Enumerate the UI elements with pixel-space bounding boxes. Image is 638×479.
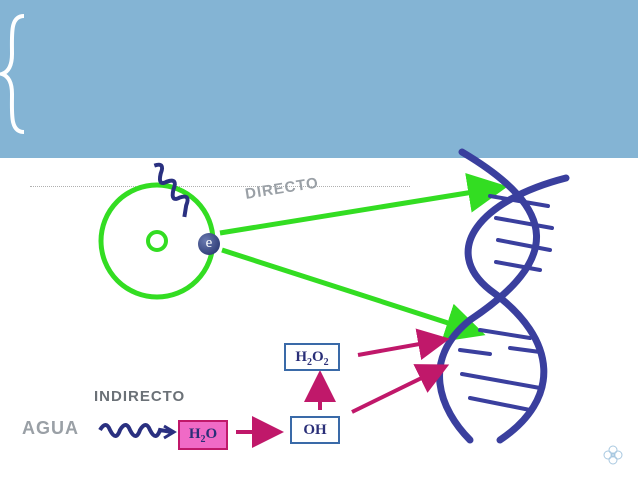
label-agua: AGUA: [22, 418, 79, 438]
radiation-wave-water-head: [163, 424, 177, 440]
oh-label: OH: [303, 422, 327, 438]
h2o2-sub1: 2: [307, 357, 312, 368]
box-oh: OH: [290, 416, 340, 444]
box-h2o2: H2O2: [284, 343, 340, 371]
h2o-o: O: [205, 426, 218, 442]
indirect-arrow-h2o2-dna: [357, 328, 450, 360]
flower-decoration-icon: [603, 445, 623, 465]
h2o2-h: H: [295, 349, 307, 365]
direct-arrow-upper: [219, 173, 508, 236]
atom-nucleus: [146, 230, 168, 252]
h2o-h: H: [188, 426, 201, 442]
box-h2o: H2O: [178, 420, 228, 450]
dotted-divider: [30, 186, 410, 187]
curly-brace-decoration: [0, 14, 25, 134]
atom-orbit: [98, 182, 216, 300]
radiation-wave-water: [98, 423, 173, 438]
h2o-sub1: 2: [200, 434, 206, 445]
indirect-arrow-oh-dna: [351, 364, 450, 414]
direct-arrow-lower: [221, 247, 486, 342]
electron-label: e: [205, 235, 213, 251]
h2o2-sub2: 2: [323, 357, 329, 368]
dna-helix: [436, 148, 570, 444]
electron-particle: e: [198, 233, 220, 255]
label-indirecto: INDIRECTO: [94, 388, 186, 405]
header-banner: [0, 0, 638, 158]
h2o2-o: O: [312, 349, 324, 365]
radiation-wave-top: [153, 162, 190, 218]
